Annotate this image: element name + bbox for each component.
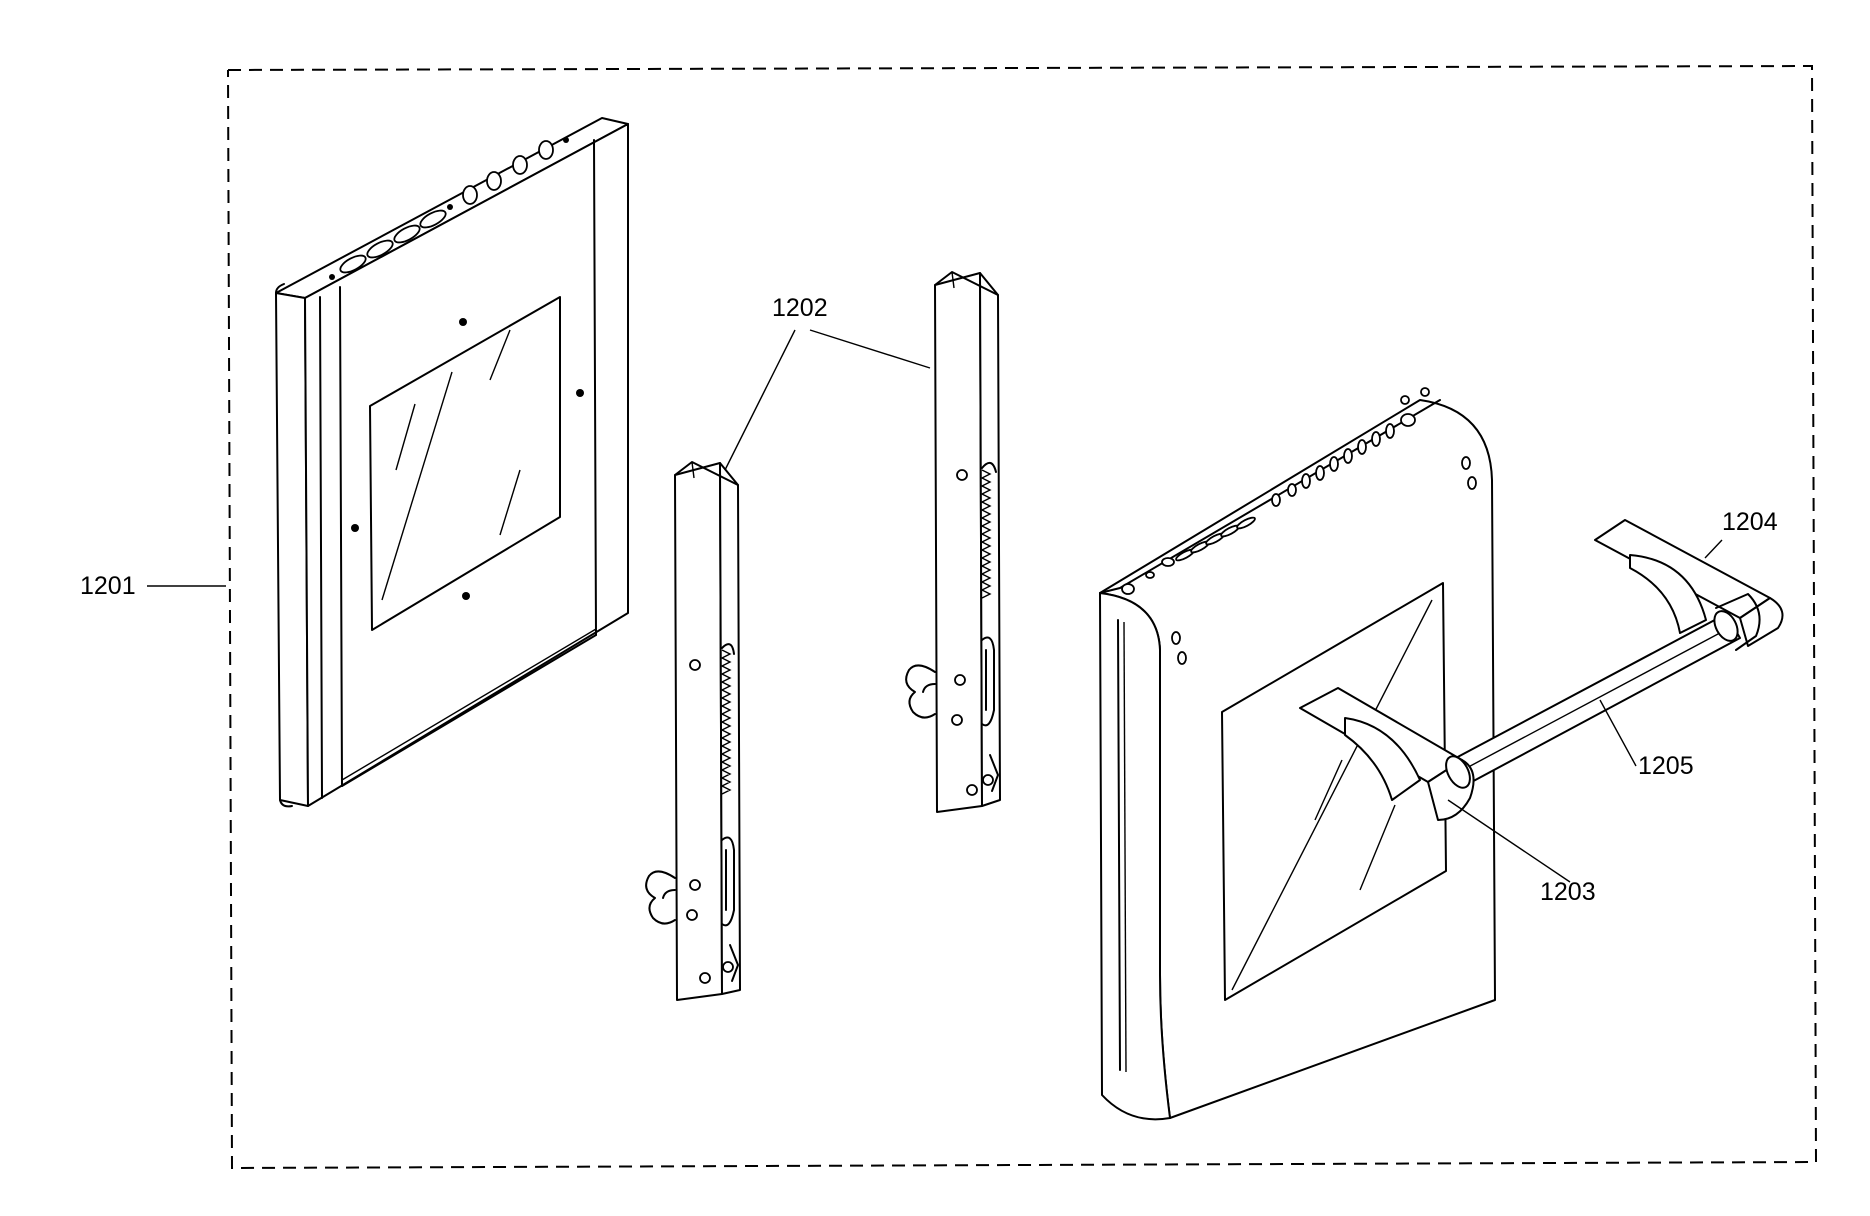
label-1204: 1204 xyxy=(1722,508,1778,536)
leader-lines xyxy=(147,329,1723,883)
hinge-assembly-back xyxy=(905,271,1001,813)
assembly-boundary-dashed xyxy=(227,64,1818,1170)
hinge-assembly-front xyxy=(645,461,741,1001)
inner-door-panel xyxy=(275,117,629,808)
handle-assembly xyxy=(1299,519,1784,821)
label-1201: 1201 xyxy=(80,572,136,600)
outer-door-panel xyxy=(1099,387,1496,1121)
label-1202: 1202 xyxy=(772,294,828,322)
label-1205: 1205 xyxy=(1638,752,1694,780)
label-1203: 1203 xyxy=(1540,878,1596,906)
